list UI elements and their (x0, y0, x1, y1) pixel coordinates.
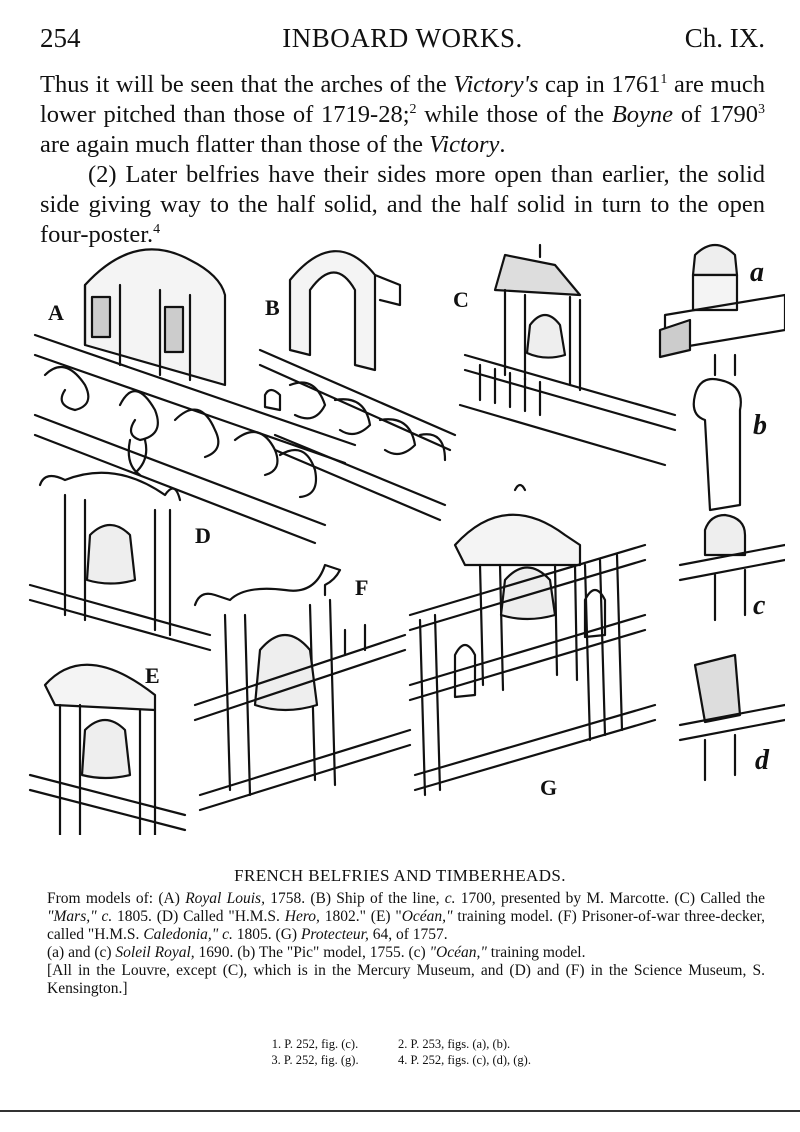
footnote-2: 2. P. 253, figs. (a), (b). (398, 1037, 511, 1051)
text-run: are much lower pitched than those of 171… (40, 71, 765, 128)
ship-name: Boyne (611, 101, 674, 128)
running-title: INBOARD WORKS. (282, 23, 523, 53)
label-a-upper: A (48, 300, 64, 325)
ship-name: "Océan," (429, 944, 487, 961)
caption-line-1: From models of: (A) Royal Louis, 1758. (… (47, 890, 765, 944)
label-b-lower: b (753, 410, 767, 441)
text-run: cap in 1761 (538, 71, 661, 98)
ship-name: Océan," (401, 908, 453, 925)
label-d-lower: d (755, 745, 769, 776)
belfry-c-drawing (458, 243, 677, 467)
text-run: training model. (F) Prisoner-of-war thre… (47, 908, 765, 943)
belfries-drawing (28, 243, 787, 837)
text-run: c. (222, 926, 233, 943)
footnote-ref: 1 (660, 71, 668, 87)
label-a-lower: a (750, 257, 764, 288)
body-text: Thus it will be seen that the arches of … (40, 70, 765, 250)
text-run: From models of: (A) (47, 890, 186, 907)
timberheads-drawing (658, 243, 787, 782)
belfry-b-drawing (258, 250, 457, 522)
ship-name: Soleil Royal, (115, 944, 195, 961)
ship-name: Protecteur, (300, 926, 369, 943)
ship-name: "Mars," (47, 908, 97, 925)
caption-line-3: [All in the Louvre, except (C), which is… (47, 962, 765, 997)
label-g-upper: G (540, 775, 558, 800)
ship-name: Caledonia," (143, 926, 219, 943)
bottom-rule (0, 1110, 800, 1112)
footnote-ref: 2 (409, 101, 417, 117)
label-d-upper: D (195, 523, 211, 548)
page-header: 254 INBOARD WORKS. Ch. IX. (40, 18, 765, 58)
text-run: 1700, presented by M. Marcotte. (C) Call… (455, 890, 765, 907)
footnote-ref: 3 (758, 101, 765, 117)
text-run: 1805. (D) Called "H.M.S. (112, 908, 285, 925)
ship-name: Royal Louis, (185, 890, 265, 907)
belfries-illustration: A B C D E F G a b c d (25, 235, 787, 837)
belfry-d-e-drawing (28, 471, 212, 837)
caption-text: From models of: (A) Royal Louis, 1758. (… (47, 890, 765, 998)
text-run: 1805. (G) (232, 926, 301, 943)
text-run: c. (101, 908, 113, 925)
text-run: training model. (486, 944, 586, 961)
footnotes: 1. P. 252, fig. (c). 2. P. 253, figs. (a… (0, 1036, 800, 1068)
ship-name: Victory's (453, 71, 539, 98)
footnote-row: 3. P. 252, fig. (g). 4. P. 252, figs. (c… (0, 1052, 800, 1068)
ship-name: Victory (429, 131, 500, 158)
paragraph-2: (2) Later belfries have their sides more… (40, 160, 765, 250)
text-run: c. (444, 890, 456, 907)
label-c-lower: c (753, 590, 766, 621)
text-run: (a) and (c) (47, 944, 116, 961)
text-run: are again much flatter than those of the (40, 131, 430, 158)
label-c-upper: C (453, 287, 469, 312)
text-run: of 1790 (673, 101, 758, 128)
text-run: while those of the (416, 101, 612, 128)
label-b-upper: B (265, 295, 280, 320)
text-run: 1758. (B) Ship of the line, (264, 890, 445, 907)
caption-line-2: (a) and (c) Soleil Royal, 1690. (b) The … (47, 944, 765, 962)
belfry-g-drawing (408, 483, 657, 797)
belfry-a-drawing (33, 248, 357, 545)
footnote-4: 4. P. 252, figs. (c), (d), (g). (398, 1053, 531, 1067)
text-run: 64, of 1757. (368, 926, 448, 943)
page-number: 254 (40, 23, 81, 53)
paragraph-1: Thus it will be seen that the arches of … (40, 70, 765, 160)
footnote-ref: 4 (153, 221, 161, 237)
footnote-3: 3. P. 252, fig. (g). (271, 1053, 359, 1067)
label-f-upper: F (355, 575, 369, 600)
text-run: 1802." (E) " (319, 908, 402, 925)
belfry-f-drawing (193, 563, 412, 812)
text-run: . (499, 131, 506, 158)
text-run: 1690. (b) The "Pic" model, 1755. (c) (194, 944, 430, 961)
text-run: (2) Later belfries have their sides more… (40, 161, 765, 248)
ship-name: Hero, (284, 908, 320, 925)
chapter-label: Ch. IX. (684, 23, 765, 53)
caption-title: FRENCH BELFRIES AND TIMBERHEADS. (234, 866, 566, 885)
footnote-1: 1. P. 252, fig. (c). (271, 1037, 359, 1051)
text-run: Thus it will be seen that the arches of … (40, 71, 454, 98)
footnote-row: 1. P. 252, fig. (c). 2. P. 253, figs. (a… (0, 1036, 800, 1052)
label-e-upper: E (145, 663, 160, 688)
